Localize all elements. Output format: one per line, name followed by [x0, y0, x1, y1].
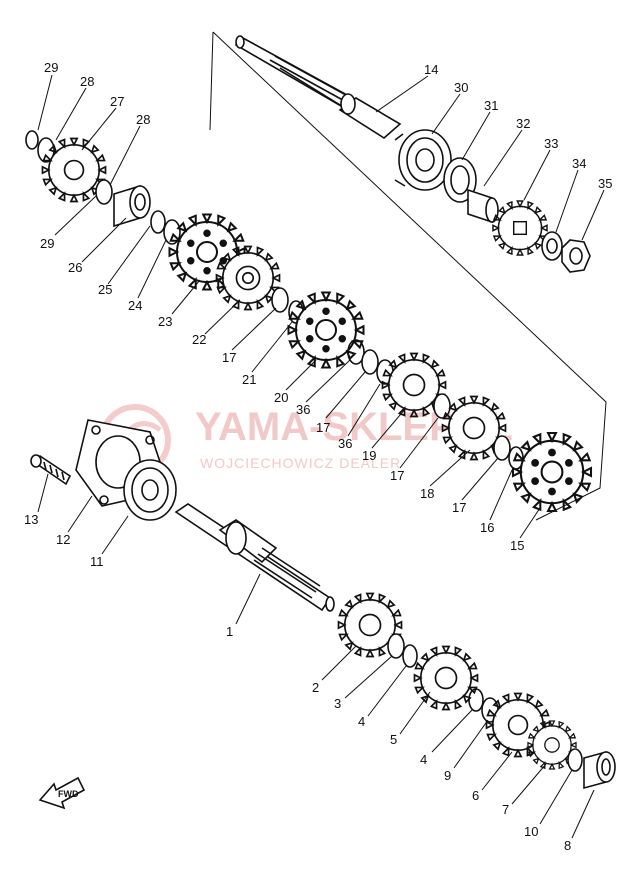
label-8: 8 — [564, 838, 571, 853]
gear-18 — [441, 395, 507, 461]
main-axle-1 — [174, 503, 335, 612]
bearing-11 — [123, 459, 177, 521]
label-16: 16 — [480, 520, 494, 535]
washer-17-a — [271, 287, 289, 313]
label-35: 35 — [598, 176, 612, 191]
bolt-13 — [30, 454, 72, 486]
label-17-b: 17 — [316, 420, 330, 435]
circlip-4-a — [402, 644, 418, 668]
part-labels: 29 28 27 28 29 26 25 24 23 22 17 21 20 3… — [24, 60, 612, 853]
watermark-dealer: WOJCIECHOWICZ DEALER — [200, 455, 401, 471]
forward-arrow-icon: FWD — [38, 776, 86, 810]
label-14: 14 — [424, 62, 438, 77]
label-15: 15 — [510, 538, 524, 553]
label-36-b: 36 — [338, 436, 352, 451]
label-17-c: 17 — [390, 468, 404, 483]
gear-19 — [381, 352, 447, 418]
label-12: 12 — [56, 532, 70, 547]
bearing-30 — [394, 129, 452, 191]
washer-28-lower — [95, 179, 113, 205]
label-1: 1 — [226, 624, 233, 639]
label-32: 32 — [516, 116, 530, 131]
circlip-25 — [150, 210, 166, 234]
label-4-a: 4 — [358, 714, 365, 729]
label-29-top: 29 — [44, 60, 58, 75]
label-4-b: 4 — [420, 752, 427, 767]
label-31: 31 — [484, 98, 498, 113]
label-6: 6 — [472, 788, 479, 803]
label-17-d: 17 — [452, 500, 466, 515]
collar-32 — [467, 188, 499, 224]
label-27: 27 — [110, 94, 124, 109]
label-10: 10 — [524, 824, 538, 839]
label-18: 18 — [420, 486, 434, 501]
label-28-top: 28 — [80, 74, 94, 89]
label-5: 5 — [390, 732, 397, 747]
gear-27 — [41, 137, 107, 203]
gear-5 — [413, 645, 479, 711]
label-7: 7 — [502, 802, 509, 817]
gear-20 — [287, 291, 365, 369]
label-25: 25 — [98, 282, 112, 297]
washer-28-top — [37, 137, 55, 163]
leader-lines — [37, 74, 605, 839]
label-26: 26 — [68, 260, 82, 275]
label-28-lower: 28 — [136, 112, 150, 127]
label-20: 20 — [274, 390, 288, 405]
circlip-4-b — [468, 688, 484, 712]
label-33: 33 — [544, 136, 558, 151]
label-34: 34 — [572, 156, 586, 171]
nut-35 — [561, 239, 591, 273]
label-22: 22 — [192, 332, 206, 347]
lock-washer-34 — [541, 231, 563, 261]
label-24: 24 — [128, 298, 142, 313]
circlip-29-top — [25, 130, 39, 150]
label-30: 30 — [454, 80, 468, 95]
forward-arrow-label: FWD — [58, 789, 79, 799]
label-19: 19 — [362, 448, 376, 463]
gear-22 — [215, 245, 281, 311]
label-21: 21 — [242, 372, 256, 387]
drive-axle — [234, 35, 402, 139]
bearing-26 — [113, 184, 151, 228]
label-9: 9 — [444, 768, 451, 783]
label-11: 11 — [90, 554, 104, 569]
circlip-36-a — [347, 339, 365, 365]
gear-15 — [511, 431, 593, 513]
gear-2 — [337, 592, 403, 658]
washer-17-b — [361, 349, 379, 375]
washer-17-c — [433, 393, 451, 419]
gear-6 — [485, 692, 551, 758]
label-13: 13 — [24, 512, 38, 527]
label-29-lower: 29 — [40, 236, 54, 251]
label-17-a: 17 — [222, 350, 236, 365]
label-23: 23 — [158, 314, 172, 329]
drive-sprocket-33 — [492, 200, 548, 256]
gear-7 — [527, 720, 577, 770]
washer-10 — [567, 748, 583, 772]
bearing-8 — [583, 750, 616, 790]
washer-17-d — [493, 435, 511, 461]
washer-3 — [387, 633, 405, 659]
label-36-a: 36 — [296, 402, 310, 417]
label-3: 3 — [334, 696, 341, 711]
label-2: 2 — [312, 680, 319, 695]
